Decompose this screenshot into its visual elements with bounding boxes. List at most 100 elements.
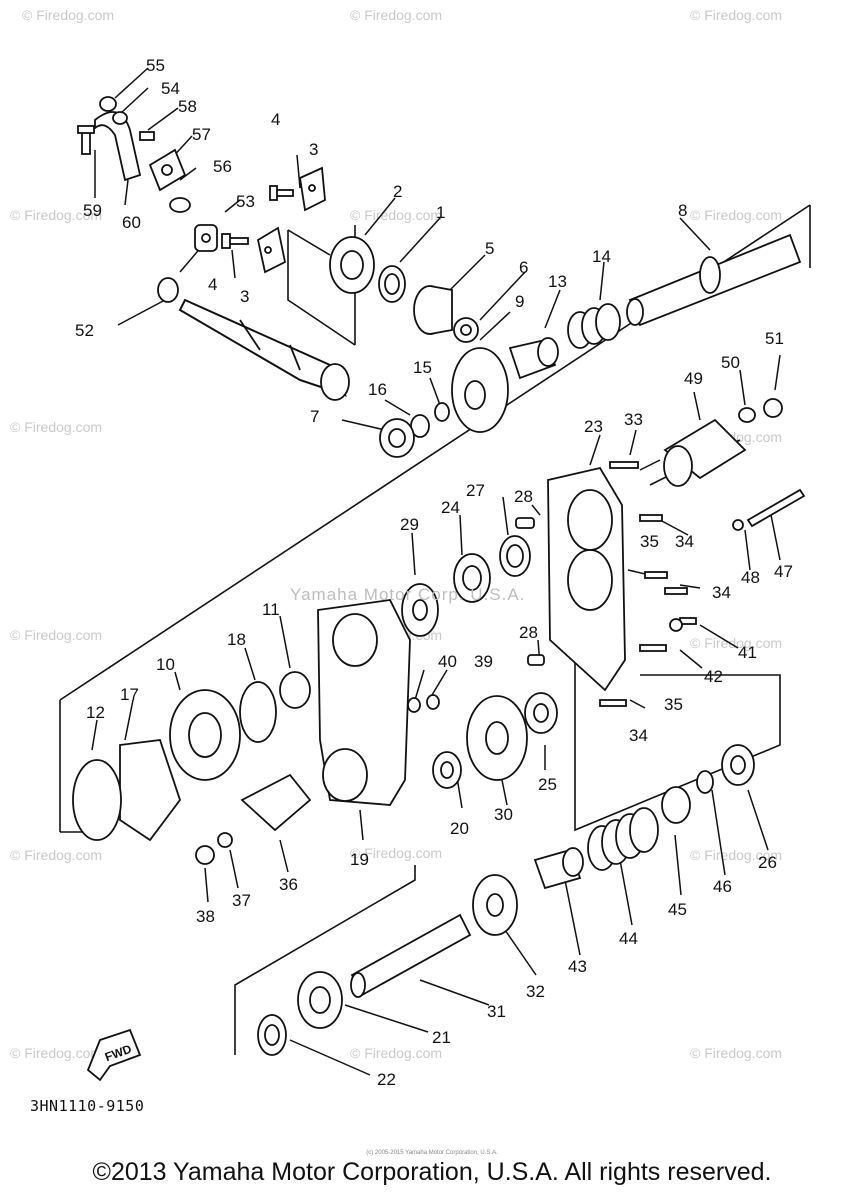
part-5-gear [413,285,453,335]
watermark: © Firedog.com [690,635,782,651]
part-57-lever [148,148,187,192]
callout-46: 46 [713,877,732,896]
drawing-number: 3HN1110-9150 [30,1097,145,1115]
part-22-seal [257,1014,287,1056]
part-20-bearing [432,751,462,789]
callout-19: 19 [350,850,369,869]
bracket-upper [287,230,356,346]
watermark: © Firedog.com [690,1045,782,1061]
watermark: © Firedog.com [690,207,782,223]
callout-16: 16 [368,380,387,399]
part-39-washer [426,694,440,710]
callout-4: 4 [271,110,280,129]
part-35-bolt-a [644,571,668,579]
callout-34-mid: 34 [712,583,731,602]
callout-56: 56 [213,157,232,176]
part-40-seal [407,697,421,713]
bracket-upper-top [287,229,331,256]
callout-2: 2 [393,182,402,201]
callout-26: 26 [758,853,777,872]
part-12-o-ring [72,759,122,841]
part-8-drive-shaft [626,233,802,327]
tiny-copyright: (c) 2005-2015 Yamaha Motor Corporation, … [366,1150,498,1156]
part-37-washer [217,832,233,848]
part-56-o-ring [169,197,191,213]
callout-23: 23 [584,417,603,436]
callout-5: 5 [485,239,494,258]
callout-44: 44 [619,929,638,948]
part-45-collar [661,786,691,824]
callout-30: 30 [494,805,513,824]
callout-34: 34 [675,532,694,551]
center-watermark: Yamaha Motor Corp. U.S.A. [290,585,526,604]
callout-3: 3 [309,140,318,159]
callout-54: 54 [161,79,180,98]
part-30-gear [466,695,528,781]
part-51-nut [763,398,783,418]
part-15-washer [434,402,450,422]
callout-59: 59 [83,201,102,220]
part-33-bolt [609,461,639,469]
callout-43: 43 [568,957,587,976]
watermark: © Firedog.com [10,207,102,223]
callout-33: 33 [624,410,643,429]
callout-31: 31 [487,1002,506,1021]
callout-58: 58 [178,97,197,116]
watermark: © Firedog.com [690,847,782,863]
part-10-housing [169,689,241,781]
callout-40: 40 [438,652,457,671]
watermark: © Firedog.com [10,847,102,863]
part-44-spring [587,807,659,871]
callout-numbers: 1 2 3 3 4 4 5 6 7 8 9 10 11 12 13 14 15 … [75,56,793,1089]
callout-51: 51 [765,329,784,348]
callout-32: 32 [526,982,545,1001]
part-42-washer [669,618,683,632]
part-18-o-ring [239,681,277,743]
callout-24: 24 [441,498,460,517]
part-48-washer [732,519,744,531]
callout-27: 27 [466,481,485,500]
callout-18: 18 [227,630,246,649]
callout-15: 15 [413,358,432,377]
callout-28-lower: 28 [519,623,538,642]
part-59-bolt [77,125,95,155]
part-47-bolt [746,488,806,528]
part-34-bolt-a [639,514,663,522]
callout-8: 8 [678,201,687,220]
part-14-spring [567,303,621,349]
callout-25: 25 [538,775,557,794]
callout-20: 20 [450,819,469,838]
watermark: © Firedog.com [350,207,442,223]
callout-11: 11 [262,600,280,619]
callout-47: 47 [774,562,793,581]
callout-48: 48 [741,568,760,587]
callout-22: 22 [377,1070,396,1089]
part-19-case [317,599,411,806]
part-4-bolt [221,233,249,249]
callout-17: 17 [120,685,139,704]
callout-35-lower: 35 [664,695,683,714]
part-55-nut [99,96,117,112]
callout-52: 52 [75,321,94,340]
watermark: © Firedog.com [690,7,782,23]
part-2-bearing [329,236,375,294]
part-34-bolt-c [599,699,627,707]
callout-28: 28 [514,487,533,506]
callout-49: 49 [684,369,703,388]
part-36-yoke [240,773,312,832]
watermark: © Firedog.com [10,1045,102,1061]
part-35-bolt-b [639,644,667,652]
part-21-bearing [297,971,343,1029]
part-3-plate-upper [299,166,326,212]
part-54-washer [112,111,128,125]
fwd-arrow: FWD [86,1028,142,1082]
leader-lines [91,67,781,1076]
watermark: © Firedog.com [10,419,102,435]
callout-39: 39 [474,652,493,671]
watermark-layer: © Firedog.com © Firedog.com © Firedog.co… [10,7,782,1061]
watermark: © Firedog.com [350,1045,442,1061]
part-1-shim [378,265,406,303]
part-32-gear [472,874,518,936]
callout-36: 36 [279,875,298,894]
callout-1: 1 [436,203,445,222]
